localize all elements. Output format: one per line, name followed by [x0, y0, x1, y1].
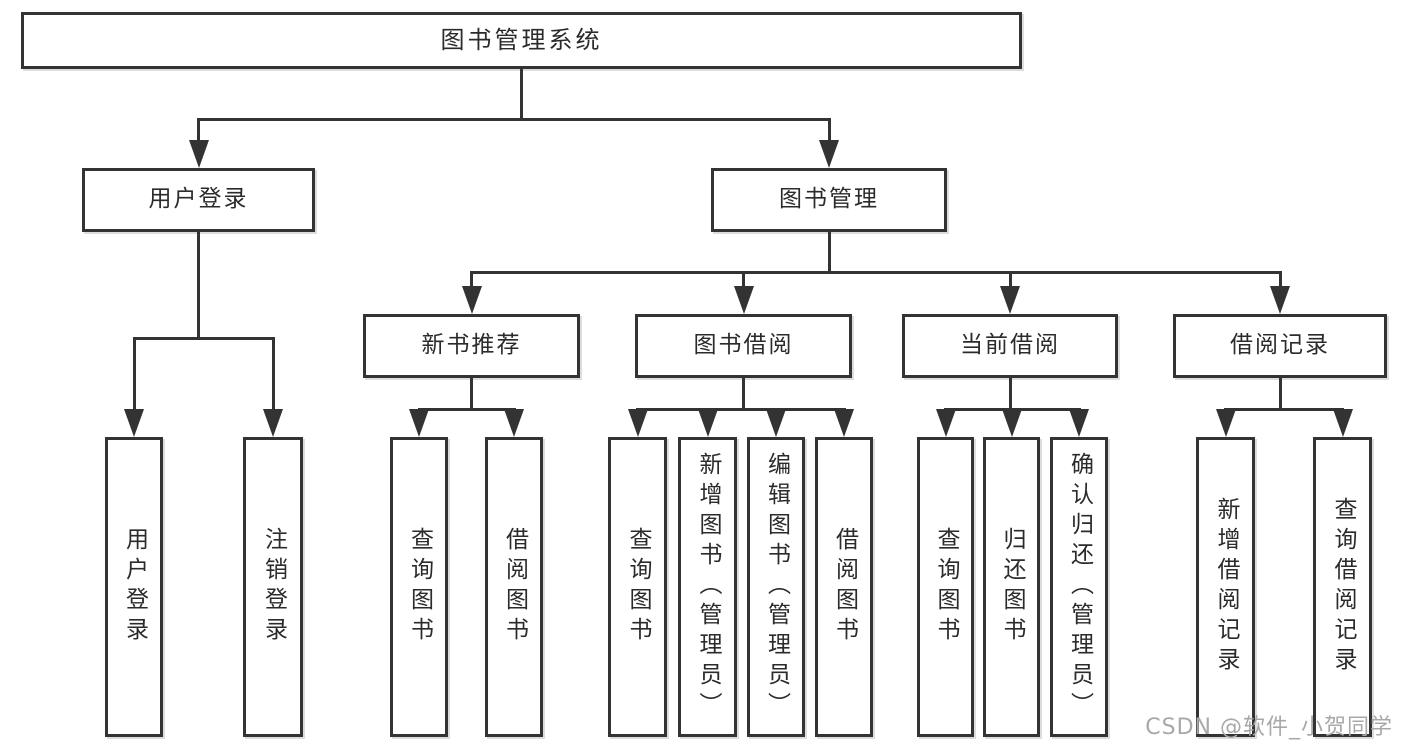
arrowhead-down-icon — [1000, 286, 1020, 314]
connector-line — [132, 337, 136, 411]
node-borrow-books-2: 借阅图书 — [815, 437, 873, 737]
connector-line — [271, 337, 275, 411]
connector-line — [1224, 408, 1344, 411]
node-confirm-return: 确认归还（管理员） — [1050, 437, 1108, 737]
connector-line — [1008, 378, 1012, 411]
connector-line — [742, 271, 745, 288]
node-label-add-borrow-record: 新增借阅记录 — [1213, 497, 1239, 677]
node-label-confirm-return: 确认归还（管理员） — [1066, 452, 1093, 722]
connector-line — [1008, 271, 1012, 288]
arrowhead-down-icon — [697, 409, 718, 437]
node-label-add-books: 新增图书（管理员） — [695, 452, 721, 722]
connector-line — [470, 271, 473, 288]
node-label-user-login-leaf: 用户登录 — [121, 527, 148, 647]
node-logout-leaf: 注销登录 — [243, 437, 303, 737]
arrowhead-down-icon — [935, 409, 956, 437]
node-new-book-rec: 新书推荐 — [363, 314, 580, 378]
connector-line — [470, 271, 1282, 274]
node-label-borrow-books-2: 借阅图书 — [831, 527, 858, 647]
arrowhead-down-icon — [461, 286, 482, 314]
arrowhead-down-icon — [1332, 409, 1353, 437]
arrowhead-down-icon — [766, 409, 786, 437]
csdn-watermark: CSDN @软件_小贺同学 — [1145, 715, 1393, 740]
arrowhead-down-icon — [627, 409, 648, 437]
arrowhead-down-icon — [504, 409, 524, 437]
node-add-borrow-record: 新增借阅记录 — [1196, 437, 1255, 737]
node-add-books: 新增图书（管理员） — [678, 437, 737, 737]
node-label-borrow-books-1: 借阅图书 — [501, 527, 528, 647]
node-label-query-books-1: 查询图书 — [406, 527, 433, 647]
node-user-login-leaf: 用户登录 — [105, 437, 163, 737]
node-label-logout-leaf: 注销登录 — [260, 527, 287, 647]
node-label-root: 图书管理系统 — [440, 26, 603, 55]
connector-line — [197, 232, 200, 340]
node-user-login: 用户登录 — [82, 168, 315, 232]
arrowhead-down-icon — [409, 409, 429, 437]
node-borrow-records: 借阅记录 — [1173, 314, 1387, 378]
arrowhead-down-icon — [124, 409, 144, 437]
node-label-book-mgmt: 图书管理 — [779, 186, 879, 213]
node-label-query-books-2: 查询图书 — [625, 527, 651, 647]
node-query-books-3: 查询图书 — [917, 437, 974, 737]
node-label-user-login: 用户登录 — [148, 186, 249, 213]
connector-line — [520, 69, 523, 121]
node-label-current-borrow: 当前借阅 — [960, 332, 1060, 359]
connector-line — [1278, 271, 1282, 288]
node-label-borrow-records: 借阅记录 — [1230, 332, 1330, 359]
connector-line — [197, 118, 200, 142]
node-current-borrow: 当前借阅 — [902, 314, 1118, 378]
connector-line — [827, 118, 831, 142]
node-book-mgmt: 图书管理 — [711, 168, 947, 232]
node-root: 图书管理系统 — [21, 12, 1022, 69]
node-label-edit-books: 编辑图书（管理员） — [763, 452, 790, 722]
node-return-books: 归还图书 — [983, 437, 1040, 737]
node-label-query-borrow-record: 查询借阅记录 — [1330, 497, 1356, 677]
arrowhead-down-icon — [819, 140, 839, 168]
node-label-new-book-rec: 新书推荐 — [421, 332, 522, 359]
connector-line — [197, 118, 831, 121]
arrowhead-down-icon — [1270, 286, 1290, 314]
arrowhead-down-icon — [188, 140, 209, 168]
connector-line — [417, 408, 516, 411]
arrowhead-down-icon — [263, 409, 283, 437]
arrowhead-down-icon — [733, 286, 754, 314]
node-label-return-books: 归还图书 — [999, 527, 1025, 647]
arrowhead-down-icon — [1069, 409, 1089, 437]
connector-line — [636, 408, 846, 411]
node-label-query-books-3: 查询图书 — [933, 527, 959, 647]
node-query-books-1: 查询图书 — [390, 437, 448, 737]
connector-line — [470, 378, 473, 411]
node-label-book-borrow: 图书借阅 — [693, 332, 794, 359]
node-query-borrow-record: 查询借阅记录 — [1313, 437, 1372, 737]
arrowhead-down-icon — [1215, 409, 1236, 437]
connector-line — [742, 378, 745, 411]
connector-line — [1278, 378, 1282, 411]
arrowhead-down-icon — [834, 409, 854, 437]
node-query-books-2: 查询图书 — [608, 437, 667, 737]
connector-line — [827, 232, 831, 274]
node-borrow-books-1: 借阅图书 — [485, 437, 543, 737]
node-edit-books: 编辑图书（管理员） — [747, 437, 805, 737]
node-book-borrow: 图书借阅 — [635, 314, 852, 378]
connector-line — [132, 337, 275, 340]
arrowhead-down-icon — [1001, 409, 1022, 437]
